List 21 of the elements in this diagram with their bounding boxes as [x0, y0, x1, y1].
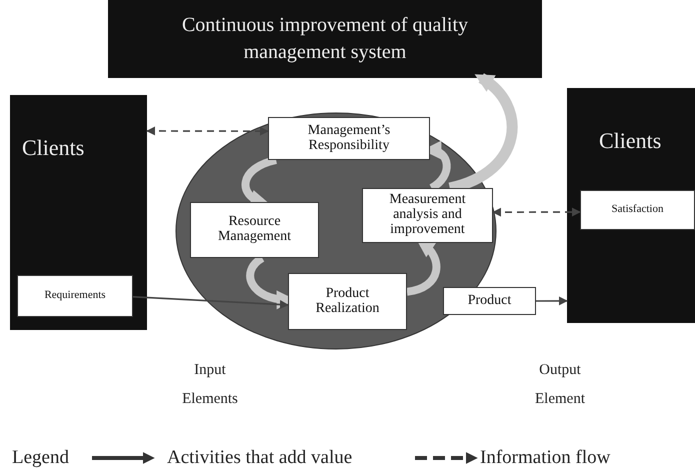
input-box: Requirements [17, 275, 133, 317]
process-box: Management’s Responsibility [268, 117, 430, 160]
process-box: Measurement analysis and improvement [362, 188, 493, 243]
panel-title: Clients [22, 135, 84, 161]
arrow [132, 296, 289, 309]
arrow [536, 296, 568, 306]
output-box: Product [443, 287, 536, 315]
client-panel [567, 88, 695, 323]
output-box: Satisfaction [580, 190, 695, 230]
process-box: Product Realization [288, 273, 407, 330]
element-label: Output Element [534, 361, 586, 408]
dashed-arrow [492, 208, 581, 217]
legend-text: Activities that add value [167, 446, 352, 468]
legend-title: Legend [12, 446, 69, 468]
legend-text: Information flow [480, 446, 610, 468]
panel-title: Clients [599, 128, 662, 154]
process-box: Resource Management [190, 202, 319, 258]
title-banner: Continuous improvement of quality management system [108, 0, 542, 78]
client-panel [10, 95, 147, 330]
dashed-arrow [146, 126, 269, 136]
element-label: Input Elements [181, 361, 239, 408]
